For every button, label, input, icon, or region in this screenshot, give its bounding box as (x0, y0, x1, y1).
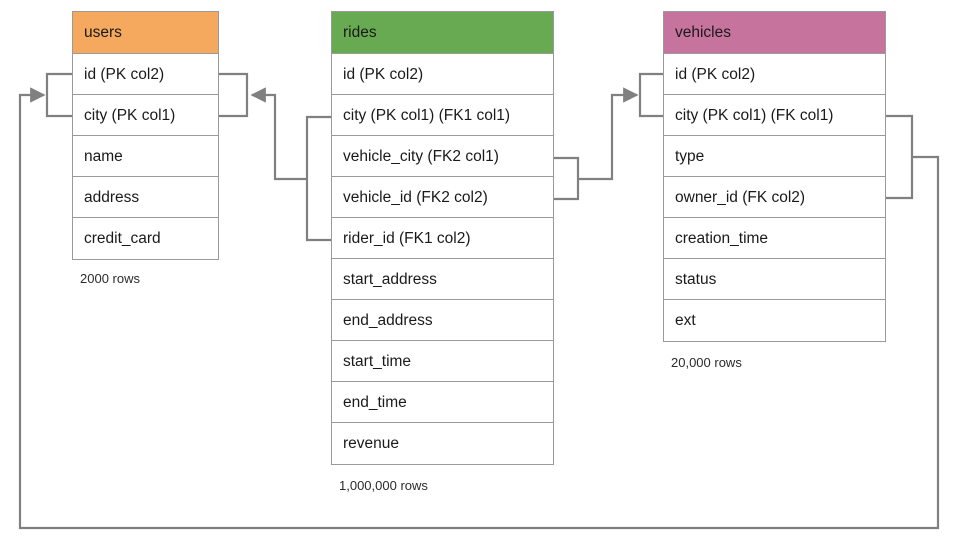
entity-rides-field-vehicle-city[interactable]: vehicle_city (FK2 col1) (332, 136, 553, 177)
entity-rides-field-id[interactable]: id (PK col2) (332, 54, 553, 95)
entity-rides-title: rides (332, 12, 553, 54)
entity-vehicles-field-status[interactable]: status (664, 259, 885, 300)
entity-users-title: users (73, 12, 218, 54)
entity-vehicles[interactable]: vehicles id (PK col2) city (PK col1) (FK… (663, 11, 886, 342)
entity-users-field-credit-card[interactable]: credit_card (73, 218, 218, 259)
entity-vehicles-title: vehicles (664, 12, 885, 54)
entity-rides-field-revenue[interactable]: revenue (332, 423, 553, 464)
entity-vehicles-field-type[interactable]: type (664, 136, 885, 177)
entity-users[interactable]: users id (PK col2) city (PK col1) name a… (72, 11, 219, 260)
entity-rides-field-start-address[interactable]: start_address (332, 259, 553, 300)
entity-rides[interactable]: rides id (PK col2) city (PK col1) (FK1 c… (331, 11, 554, 465)
entity-users-field-id[interactable]: id (PK col2) (73, 54, 218, 95)
entity-rides-field-vehicle-id[interactable]: vehicle_id (FK2 col2) (332, 177, 553, 218)
entity-vehicles-row-count: 20,000 rows (671, 355, 742, 370)
edge-rides-to-users (219, 72, 331, 242)
entity-vehicles-field-creation-time[interactable]: creation_time (664, 218, 885, 259)
entity-vehicles-field-owner-id[interactable]: owner_id (FK col2) (664, 177, 885, 218)
entity-users-field-address[interactable]: address (73, 177, 218, 218)
entity-vehicles-field-id[interactable]: id (PK col2) (664, 54, 885, 95)
entity-vehicles-field-city[interactable]: city (PK col1) (FK col1) (664, 95, 885, 136)
edge-rides-to-vehicles (554, 72, 663, 201)
entity-rides-row-count: 1,000,000 rows (339, 478, 428, 493)
entity-rides-field-rider-id[interactable]: rider_id (FK1 col2) (332, 218, 553, 259)
entity-rides-field-start-time[interactable]: start_time (332, 341, 553, 382)
entity-vehicles-field-ext[interactable]: ext (664, 300, 885, 341)
entity-rides-field-city[interactable]: city (PK col1) (FK1 col1) (332, 95, 553, 136)
entity-users-row-count: 2000 rows (80, 271, 140, 286)
entity-users-field-name[interactable]: name (73, 136, 218, 177)
entity-users-field-city[interactable]: city (PK col1) (73, 95, 218, 136)
entity-rides-field-end-time[interactable]: end_time (332, 382, 553, 423)
entity-rides-field-end-address[interactable]: end_address (332, 300, 553, 341)
